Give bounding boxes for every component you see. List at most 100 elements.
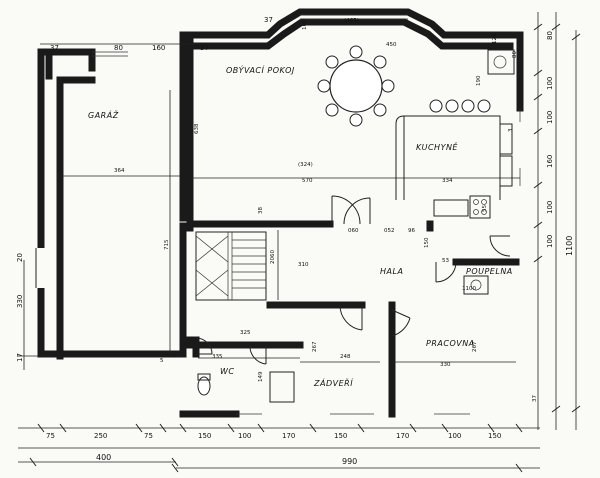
dim-interior: 310 bbox=[298, 262, 309, 268]
fridge bbox=[499, 155, 513, 187]
label-obyvaci-pokoj: OBÝVACÍ POKOJ bbox=[226, 64, 295, 75]
dim-top: 160 bbox=[152, 44, 165, 52]
dim-bottom: 250 bbox=[94, 432, 107, 440]
dining-table bbox=[317, 45, 395, 127]
dim-interior: 330 bbox=[440, 362, 451, 368]
dim-ticks bbox=[29, 23, 581, 473]
dim-interior: 052 bbox=[384, 228, 395, 234]
dim-top: 80 bbox=[512, 51, 518, 58]
dim-top: 37 bbox=[200, 44, 209, 52]
label-wc: WC bbox=[220, 367, 235, 376]
bay-window-inner bbox=[191, 18, 514, 50]
dim-top: 37 bbox=[50, 44, 59, 52]
dim-top: 120 bbox=[492, 33, 498, 44]
dim-bottom: 150 bbox=[198, 432, 211, 440]
walls bbox=[34, 8, 524, 418]
burner bbox=[481, 209, 487, 215]
stair-outline bbox=[195, 231, 267, 301]
staircase bbox=[195, 231, 267, 301]
dim-interior: 5 bbox=[160, 358, 164, 364]
label-hala: HALA bbox=[380, 267, 403, 276]
dim-interior: 37 bbox=[532, 395, 538, 402]
chair bbox=[349, 113, 363, 127]
door-swing bbox=[195, 337, 213, 355]
door-swing bbox=[339, 304, 363, 331]
dim-top: 80 bbox=[114, 44, 123, 52]
label-pracovna: PRACOVNA bbox=[426, 339, 475, 348]
dim-right: 80 bbox=[546, 31, 554, 40]
north-wall bbox=[179, 8, 524, 76]
dimension-labels: 75 250 75 150 100 170 150 170 100 150 40… bbox=[16, 16, 574, 466]
fixtures bbox=[197, 275, 489, 403]
chair bbox=[325, 55, 339, 69]
door-swing bbox=[331, 195, 361, 225]
dim-right-total: 1100 bbox=[565, 236, 574, 256]
dim-bottom: 170 bbox=[282, 432, 295, 440]
burner bbox=[473, 199, 479, 205]
stair-west bbox=[172, 308, 187, 358]
garage-outer-wall bbox=[37, 48, 96, 358]
dim-interior: 96 bbox=[408, 228, 415, 234]
dim-interior: 334 bbox=[442, 178, 453, 184]
label-kuchyne: KUCHYNĚ bbox=[416, 141, 458, 152]
stool bbox=[429, 99, 443, 113]
label-zadveri: ZÁDVEŘÍ bbox=[313, 377, 354, 388]
windows bbox=[92, 14, 521, 415]
dim-right: 100 bbox=[546, 111, 554, 124]
dim-interior: 570 bbox=[302, 178, 313, 184]
dim-total: 400 bbox=[96, 453, 111, 462]
dim-top: 450 bbox=[386, 42, 397, 48]
chair bbox=[373, 103, 387, 117]
dim-interior: 150 bbox=[424, 237, 430, 248]
stool bbox=[477, 99, 491, 113]
dimension-lines bbox=[18, 12, 581, 473]
dim-interior: 55 bbox=[482, 205, 488, 212]
stair-arrow bbox=[195, 235, 229, 263]
dim-bottom: 150 bbox=[488, 432, 501, 440]
burner bbox=[473, 209, 479, 215]
stool bbox=[461, 99, 475, 113]
dim-interior: 267 bbox=[472, 341, 478, 352]
dim-interior: 1100 bbox=[462, 286, 476, 292]
stool bbox=[445, 99, 459, 113]
corner-sink bbox=[493, 55, 507, 69]
door-swing bbox=[489, 235, 511, 257]
dim-bottom: 100 bbox=[238, 432, 251, 440]
dim-interior: 53 bbox=[442, 258, 449, 264]
dim-top: (465) bbox=[344, 18, 359, 24]
dim-right: 160 bbox=[546, 155, 554, 168]
dim-top: 102 bbox=[302, 20, 308, 31]
label-garaz: GARÁŽ bbox=[88, 109, 119, 120]
dim-bottom: 170 bbox=[396, 432, 409, 440]
dim-interior: 38 bbox=[258, 207, 264, 214]
boiler-dial bbox=[470, 279, 482, 291]
dim-bottom: 100 bbox=[448, 432, 461, 440]
dim-bottom: 75 bbox=[144, 432, 153, 440]
doors bbox=[195, 195, 511, 365]
door-swing bbox=[391, 309, 411, 337]
door-swing bbox=[343, 197, 371, 225]
chair bbox=[325, 103, 339, 117]
dim-left: 330 bbox=[16, 295, 24, 308]
dim-interior: 715 bbox=[164, 239, 170, 250]
wardrobe bbox=[269, 371, 295, 403]
room-labels: OBÝVACÍ POKOJ GARÁŽ KUCHYNĚ HALA POUPELN… bbox=[88, 64, 513, 388]
stair-arrow bbox=[195, 269, 229, 297]
table bbox=[329, 59, 383, 113]
dim-interior: 060 bbox=[348, 228, 359, 234]
wc-wall bbox=[179, 336, 200, 358]
garage-wall-top bbox=[45, 48, 70, 80]
dim-left: 17 bbox=[16, 353, 24, 362]
corner-cabinet bbox=[487, 49, 515, 75]
toilet-tank bbox=[197, 373, 211, 381]
label-pouzelna: POUPELNA bbox=[466, 267, 513, 276]
garage-door-gap bbox=[34, 248, 46, 288]
dim-total: 990 bbox=[342, 457, 357, 466]
kitchen-counter bbox=[395, 49, 515, 219]
chair bbox=[381, 79, 395, 93]
stove bbox=[469, 195, 491, 219]
dim-right: 100 bbox=[546, 77, 554, 90]
counter-outline bbox=[395, 115, 501, 200]
dim-interior: 149 bbox=[258, 371, 264, 382]
